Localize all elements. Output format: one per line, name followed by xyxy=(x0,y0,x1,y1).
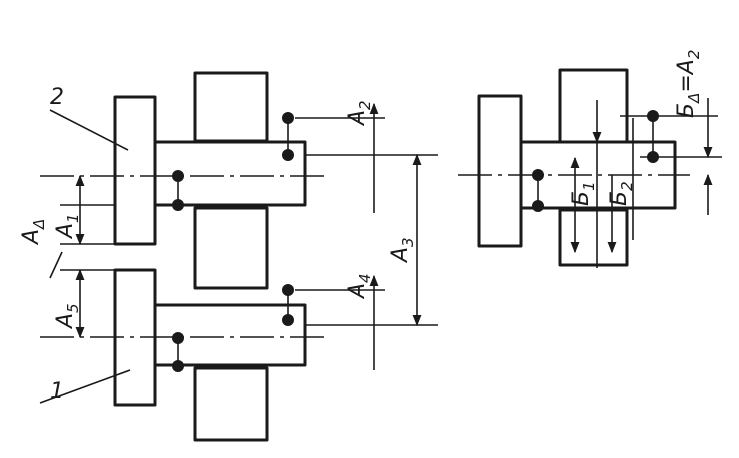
left-contact-joints xyxy=(172,112,294,372)
left-dimension-lines xyxy=(75,102,422,370)
a-delta-leader xyxy=(49,251,63,279)
callout-part-1: 1 xyxy=(50,379,64,404)
label-a4: A4 xyxy=(345,273,374,300)
label-a5: A5 xyxy=(53,303,82,330)
callout-part-2: 2 xyxy=(50,85,64,110)
label-a1: A1 xyxy=(53,213,82,240)
left-housing-wall xyxy=(193,71,269,442)
callout-leader-2 xyxy=(49,109,129,151)
right-extension-lines xyxy=(596,115,722,268)
label-a2: A2 xyxy=(345,100,374,127)
right-dimension-lines xyxy=(570,98,713,254)
part-2-upper-component xyxy=(113,95,307,246)
label-b2: Б2 xyxy=(607,181,636,206)
label-b-delta-equals-a2: БΔ=A2 xyxy=(674,50,703,118)
label-a-delta: AΔ xyxy=(19,219,48,246)
right-flange-and-shaft xyxy=(477,94,677,248)
left-extension-lines xyxy=(60,117,438,326)
callout-leader-1 xyxy=(39,369,131,404)
right-housing-wall xyxy=(558,68,629,267)
label-b1: Б1 xyxy=(569,181,598,206)
right-contact-joints xyxy=(532,110,659,212)
label-a3: A3 xyxy=(388,237,417,264)
